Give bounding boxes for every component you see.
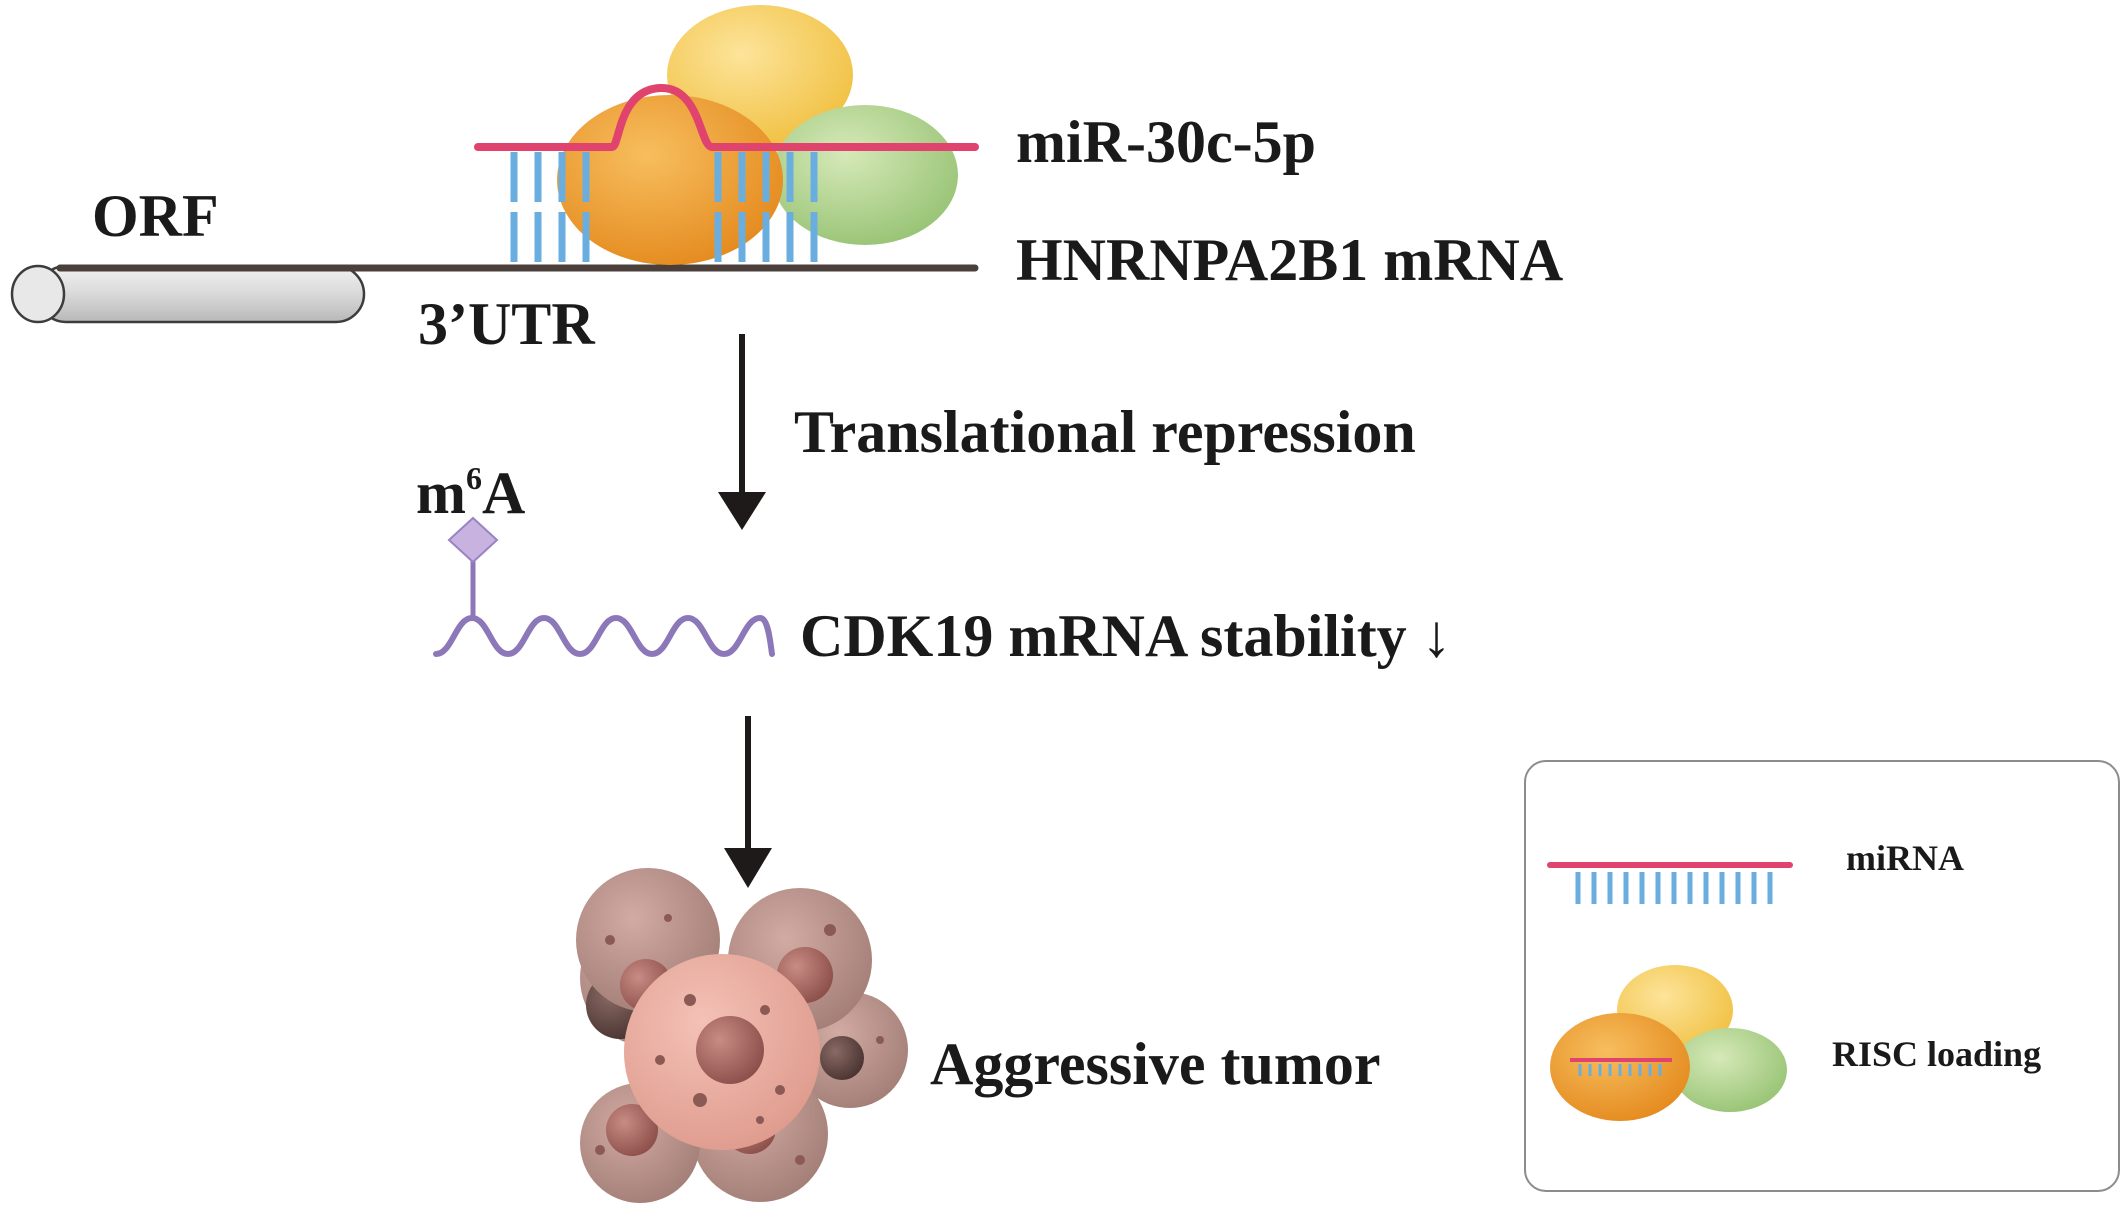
label-mirna-name: miR-30c-5p	[1016, 109, 1316, 175]
label-cdk19-stability: CDK19 mRNA stability ↓	[800, 603, 1452, 669]
m6a-mark-icon	[447, 516, 499, 620]
arrow-tumor	[724, 716, 772, 888]
label-target-mrna: HNRNPA2B1 mRNA	[1016, 227, 1564, 293]
legend-box	[1524, 760, 2120, 1192]
label-m6a: m6A	[416, 460, 526, 526]
label-3utr: 3’UTR	[418, 291, 595, 357]
legend-label-risc: RISC loading	[1832, 1034, 2042, 1074]
legend-mirna-icon	[1547, 862, 1793, 904]
label-orf: ORF	[92, 183, 219, 249]
legend-risc-icon	[1550, 965, 1787, 1121]
base-pairs	[510, 152, 818, 262]
arrow-translational-repression	[718, 334, 766, 530]
label-aggressive-tumor: Aggressive tumor	[930, 1031, 1381, 1097]
mirna-strand	[474, 83, 979, 151]
orf-cylinder-icon	[10, 264, 366, 324]
label-translational-repression: Translational repression	[794, 399, 1416, 465]
cdk19-mrna-wave	[433, 614, 775, 658]
tumor-cluster-icon	[576, 868, 908, 1203]
legend-label-mirna: miRNA	[1846, 838, 1964, 878]
